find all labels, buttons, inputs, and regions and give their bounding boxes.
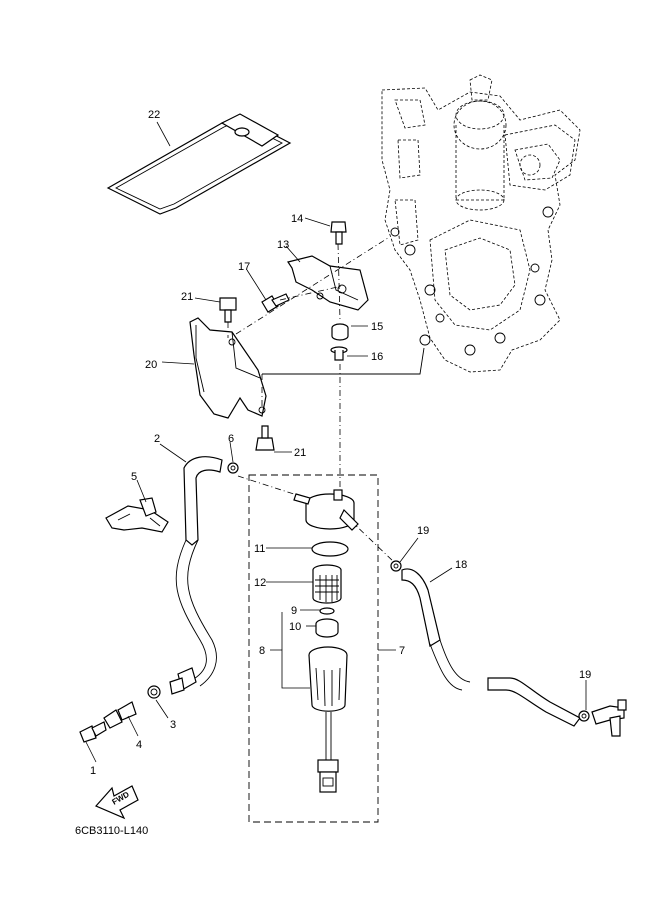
leader-lines — [85, 121, 587, 763]
part-6-clip — [227, 462, 239, 474]
callout-21-lower: 21 — [294, 447, 306, 459]
callout-3: 3 — [170, 719, 176, 731]
part-19-clip-lower — [578, 710, 590, 722]
engine-block — [381, 74, 581, 373]
callout-6: 6 — [228, 433, 234, 445]
callout-8: 8 — [259, 645, 265, 657]
part-5-holder — [105, 497, 169, 533]
callout-19-upper: 19 — [417, 525, 429, 537]
part-9-small-o-ring — [319, 607, 335, 615]
callout-11: 11 — [254, 543, 265, 555]
diagram-code: 6CB3110-L140 — [75, 825, 148, 837]
part-11-o-ring — [311, 541, 349, 557]
callout-5: 5 — [131, 471, 137, 483]
part-15-grommet — [331, 323, 349, 341]
fwd-arrow: FWD — [94, 785, 139, 820]
part-21-bolt-lower — [255, 425, 275, 451]
part-18-hose — [401, 568, 581, 727]
callout-12: 12 — [254, 577, 266, 589]
callout-4: 4 — [136, 739, 142, 751]
callout-16: 16 — [371, 351, 383, 363]
part-1-joint — [79, 721, 107, 743]
filter-head — [293, 489, 359, 531]
part-20-bracket-cover — [189, 317, 267, 419]
assembly-lines — [227, 237, 425, 563]
callout-14: 14 — [291, 213, 303, 225]
callout-10: 10 — [289, 621, 301, 633]
part-4-joint — [103, 701, 137, 729]
part-14-bolt — [330, 221, 347, 245]
callout-9: 9 — [291, 605, 297, 617]
callout-13: 13 — [277, 239, 289, 251]
callout-22: 22 — [148, 109, 160, 121]
part-22-cover-plate — [106, 113, 292, 215]
part-3-clip — [147, 685, 161, 699]
part-7-kit-boundary — [248, 474, 379, 823]
callout-2: 2 — [154, 433, 160, 445]
callout-20: 20 — [145, 359, 157, 371]
part-8-filter-cup — [308, 646, 348, 793]
part-2-hose — [169, 456, 223, 695]
callout-7: 7 — [399, 645, 405, 657]
part-10-float — [315, 618, 339, 638]
callout-labels: 22 14 13 17 21 20 15 16 21 2 6 5 11 12 9… — [90, 109, 591, 777]
part-21-bolt-upper — [219, 297, 237, 323]
part-12-filter-element — [312, 564, 342, 604]
callout-17: 17 — [238, 261, 250, 273]
tee-joint — [591, 699, 627, 737]
callout-15: 15 — [371, 321, 383, 333]
part-16-collar — [330, 346, 348, 361]
part-13-bracket — [287, 255, 369, 311]
callout-18: 18 — [455, 559, 467, 571]
callout-1: 1 — [90, 765, 96, 777]
callout-21-upper: 21 — [181, 291, 193, 303]
callout-19-lower: 19 — [579, 669, 591, 681]
part-19-clip-upper — [390, 560, 402, 572]
